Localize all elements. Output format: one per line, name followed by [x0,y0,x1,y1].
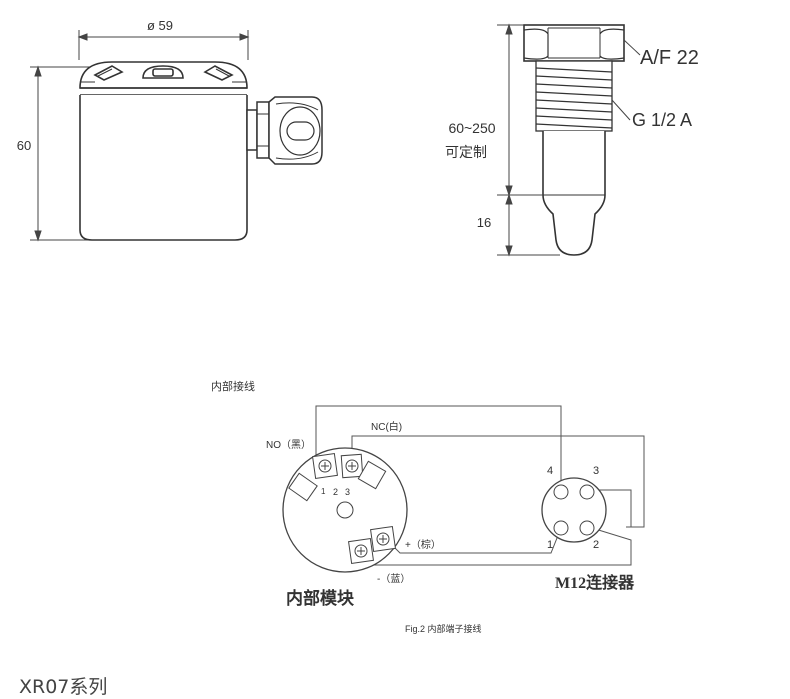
m12-pins [553,484,595,536]
diameter-dimension [77,30,250,60]
minus-wire-label: -（蓝） [377,573,410,585]
probe-stem [542,131,606,256]
connector-label: M12连接器 [555,573,635,592]
no-wire-label: NO（黑） [266,439,311,451]
plus-wire-label: +（棕） [405,538,441,551]
custom-label: 可定制 [445,144,487,160]
hex-nut [523,24,625,62]
probe-leaders [611,39,641,121]
probe-drawing: A/F 22 G 1/2 A 60~250 可定制 16 [445,23,699,257]
hex-label: A/F 22 [640,47,699,69]
module-center-hole [336,501,354,519]
nc-wire-label: NC(白) [371,420,402,433]
cable-gland [246,96,323,165]
height-label: 60 [17,138,31,153]
housing-lid [79,61,248,96]
diameter-label: ø 59 [147,18,173,33]
terminal-block-top [288,453,387,502]
tip-label: 16 [477,215,491,230]
wiring-diagram: 内部接线 [211,379,645,634]
terminal-3-label: 3 [345,487,350,497]
terminal-block-bottom [348,526,396,564]
height-dimension [30,65,90,242]
terminal-1-label: 1 [321,487,326,496]
probe-thread [535,60,613,132]
length-label: 60~250 [448,120,495,136]
pin-4-label: 4 [547,465,553,477]
thread-label: G 1/2 A [632,110,692,130]
probe-dimensions [497,23,560,257]
series-label: XR07系列 [19,676,108,698]
wiring-title: 内部接线 [211,379,255,393]
housing-body [79,95,248,241]
pin-2-label: 2 [593,539,599,551]
housing-drawing: ø 59 60 [17,18,323,242]
module-label: 内部模块 [286,588,355,608]
terminal-2-label: 2 [333,487,338,497]
pin-3-label: 3 [593,465,599,477]
m12-connector [541,477,607,543]
figure-caption: Fig.2 内部端子接线 [405,623,482,634]
pin-1-label: 1 [547,539,553,551]
